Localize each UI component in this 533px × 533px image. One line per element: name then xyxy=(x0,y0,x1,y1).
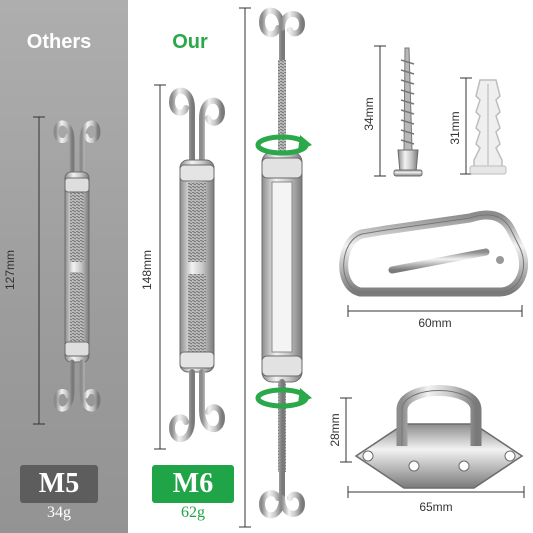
screw-length: 34mm xyxy=(362,97,376,131)
our-column-title: Our xyxy=(172,31,208,53)
others-panel xyxy=(0,0,128,533)
our-turnbuckle xyxy=(154,84,226,450)
others-column-title: Others xyxy=(26,31,92,53)
anchor-length: 31mm xyxy=(448,111,462,145)
wall-anchor xyxy=(460,77,507,175)
wood-screw xyxy=(374,45,423,177)
snap-hook xyxy=(339,210,529,317)
m5-weight-label: 34g xyxy=(47,504,71,521)
pad-eye-plate xyxy=(340,385,525,498)
others-turnbuckle xyxy=(33,116,101,425)
m6-weight-label: 62g xyxy=(181,504,205,521)
our-turnbuckle-length: 148mm xyxy=(140,250,154,291)
pad-eye-width: 65mm xyxy=(419,500,453,514)
others-turnbuckle-length: 127mm xyxy=(3,250,17,291)
our-turnbuckle-extended xyxy=(239,7,312,528)
rotate-arrow-icon xyxy=(255,387,312,409)
m5-size-badge: M5 xyxy=(20,465,98,503)
m6-size-badge: M6 xyxy=(152,465,234,503)
rotate-arrow-icon xyxy=(255,134,312,156)
snap-hook-length: 60mm xyxy=(418,316,452,330)
pad-eye-height: 28mm xyxy=(328,413,342,447)
